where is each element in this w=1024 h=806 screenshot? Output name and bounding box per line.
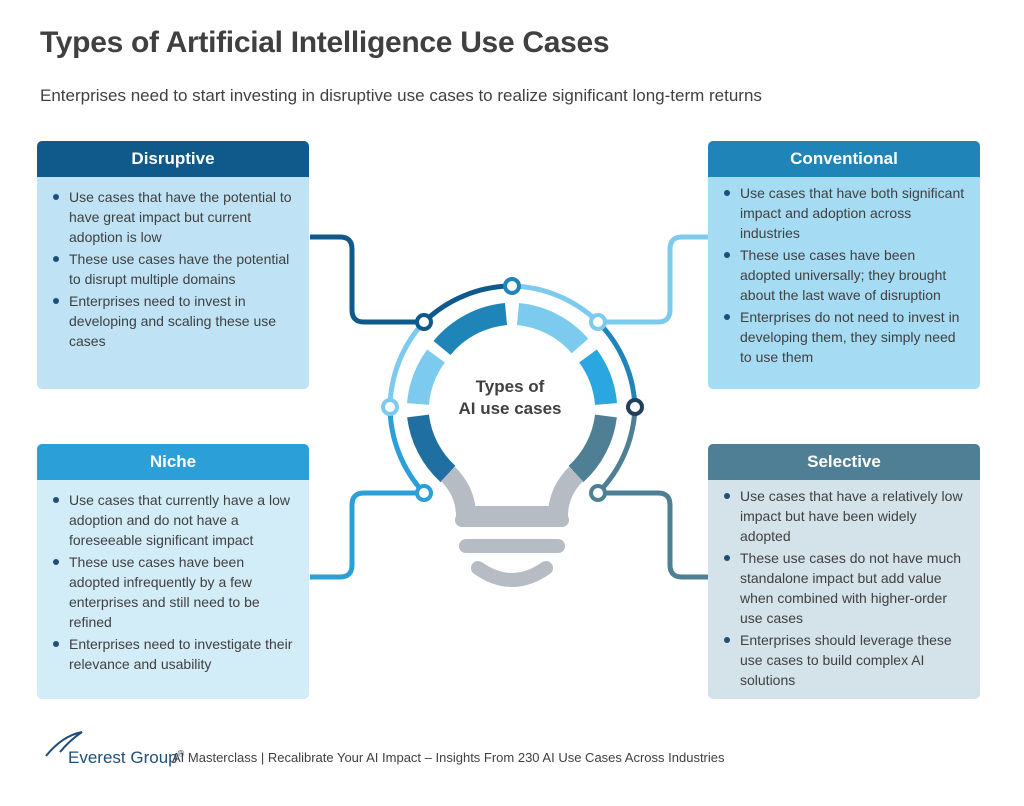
page-title: Types of Artificial Intelligence Use Cas… (40, 26, 610, 59)
bullet-item: These use cases have the potential to di… (47, 249, 297, 289)
outer-ring-conventional (511, 283, 600, 324)
bullet-item: Use cases that currently have a low adop… (47, 490, 297, 550)
bulb-neck (440, 466, 584, 526)
connector-conventional (598, 234, 708, 325)
center-label-line1: Types of (475, 377, 545, 396)
quadrant-niche-title: Niche (37, 444, 309, 480)
quadrant-niche: Niche Use cases that currently have a lo… (37, 444, 309, 699)
outer-ring-disruptive (422, 283, 513, 324)
outer-ring-selective (596, 406, 638, 495)
node-niche (415, 484, 433, 502)
bullet-item: Use cases that have the potential to hav… (47, 187, 297, 247)
node-left (381, 398, 399, 416)
everest-logo-mark (45, 731, 83, 757)
connector-selective (598, 490, 708, 580)
everest-group-logo: Everest Group® (68, 748, 184, 768)
quadrant-selective: Selective Use cases that have a relative… (708, 444, 980, 699)
bullet-item: Use cases that have a relatively low imp… (718, 486, 968, 546)
quadrant-niche-body: Use cases that currently have a low adop… (37, 480, 309, 686)
bullet-item: These use cases have been adopted univer… (718, 245, 968, 305)
bulb-tip (471, 561, 553, 587)
node-conventional (589, 313, 607, 331)
outer-ring-conventional-2 (596, 320, 638, 408)
connector-niche (310, 490, 424, 580)
segment-left-lower (407, 414, 456, 483)
bullet-item: Enterprises need to invest in developing… (47, 291, 297, 351)
segment-right-lower (568, 414, 617, 483)
quadrant-selective-body: Use cases that have a relatively low imp… (708, 480, 980, 699)
bullet-item: Enterprises need to investigate their re… (47, 634, 297, 674)
node-right (626, 398, 644, 416)
bullet-item: These use cases have been adopted infreq… (47, 552, 297, 632)
outer-ring-niche (387, 406, 426, 495)
logo-registered-mark: ® (177, 748, 185, 759)
segment-top-right (516, 303, 589, 354)
outer-ring-niche-2 (387, 320, 426, 408)
bullet-item: Enterprises do not need to invest in dev… (718, 307, 968, 367)
node-disruptive (415, 313, 433, 331)
page-subtitle: Enterprises need to start investing in d… (40, 86, 762, 105)
quadrant-conventional: Conventional Use cases that have both si… (708, 141, 980, 389)
bullet-item: These use cases do not have much standal… (718, 548, 968, 628)
node-top (503, 277, 521, 295)
footer: Everest Group® AI Masterclass | Recalibr… (40, 730, 800, 770)
node-selective (589, 484, 607, 502)
bullet-item: Enterprises should leverage these use ca… (718, 630, 968, 690)
connector-disruptive (310, 234, 424, 325)
quadrant-disruptive-body: Use cases that have the potential to hav… (37, 177, 309, 363)
bullet-item: Use cases that have both significant imp… (718, 183, 968, 243)
center-label-line2: AI use cases (458, 399, 562, 418)
segment-top-left (433, 303, 508, 356)
quadrant-conventional-body: Use cases that have both significant imp… (708, 177, 980, 379)
center-label: Types of AI use cases (440, 376, 580, 420)
quadrant-disruptive: Disruptive Use cases that have the poten… (37, 141, 309, 389)
footer-caption: AI Masterclass | Recalibrate Your AI Imp… (172, 750, 725, 765)
quadrant-conventional-title: Conventional (708, 141, 980, 177)
segment-right-upper (578, 349, 617, 406)
quadrant-selective-title: Selective (708, 444, 980, 480)
quadrant-disruptive-title: Disruptive (37, 141, 309, 177)
logo-text: Everest Group (68, 748, 178, 767)
segment-left-upper (407, 349, 446, 406)
